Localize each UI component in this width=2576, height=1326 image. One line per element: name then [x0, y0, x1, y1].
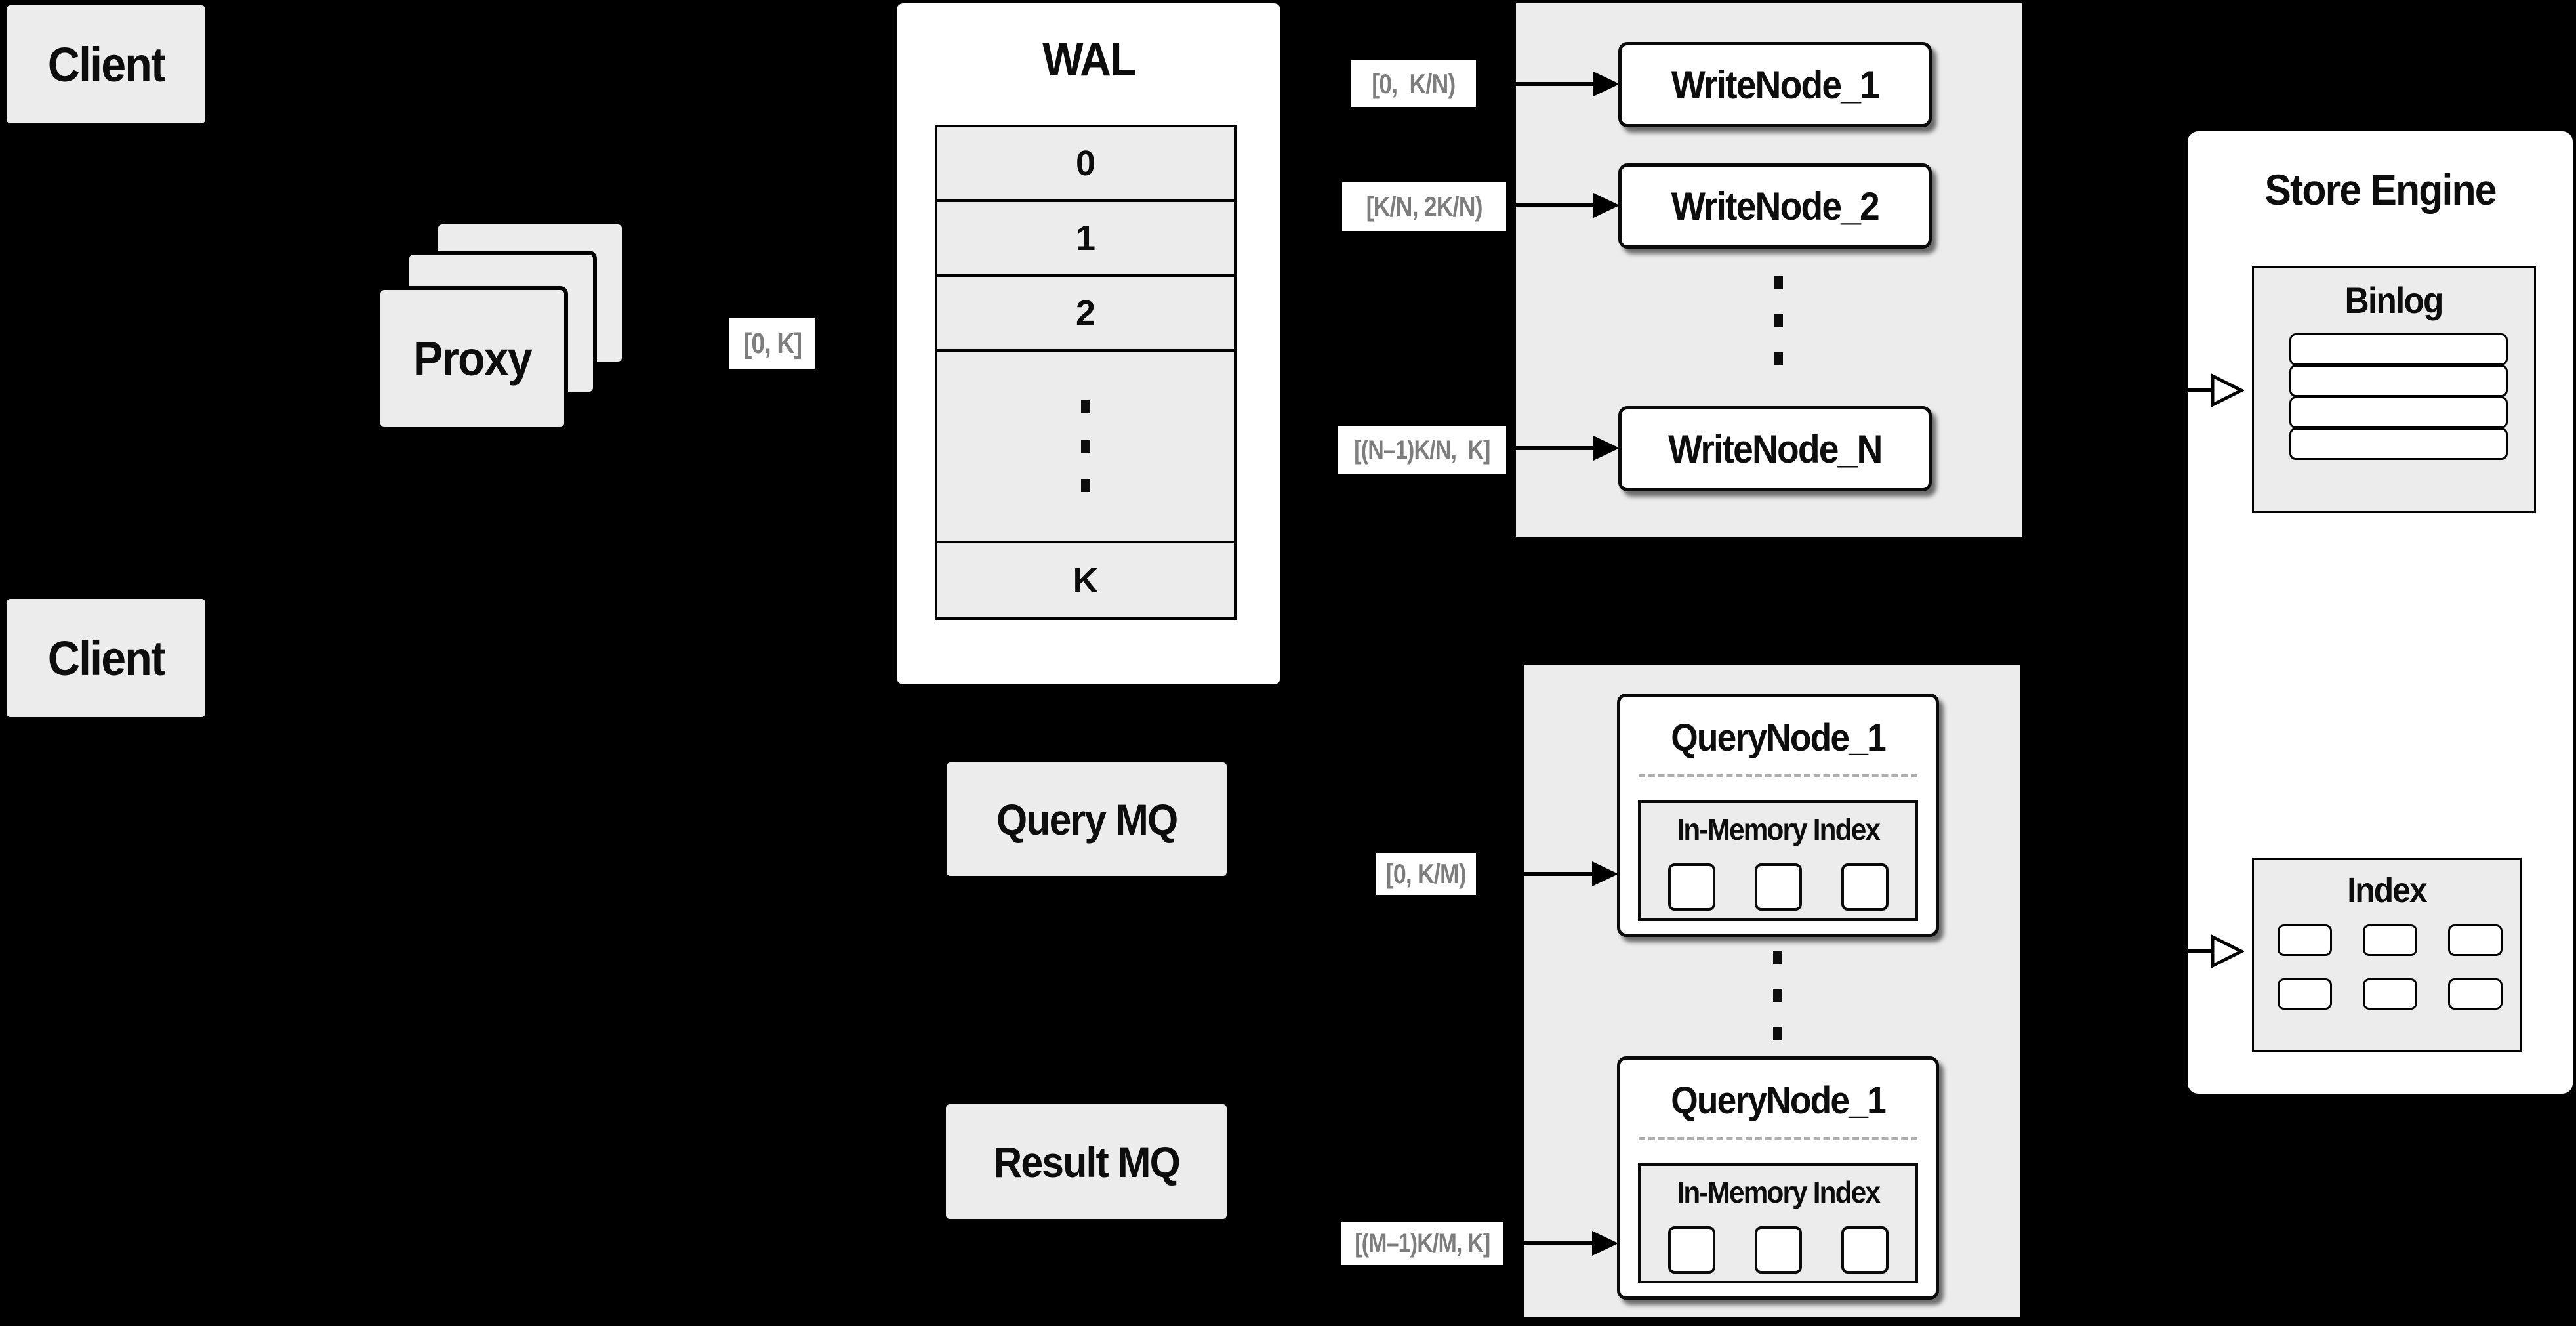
- write-nodes-ellipsis: [1732, 265, 1824, 377]
- index-square: [2278, 924, 2332, 956]
- query-node-2: QueryNode_1 In-Memory Index: [1617, 1056, 1939, 1300]
- binlog-row: [2289, 396, 2508, 428]
- arrow-to-querynode-2: [1524, 1231, 1618, 1256]
- arrow-head: [1593, 72, 1620, 96]
- range-label-write-n: [(N–1)K/N, K]: [1338, 426, 1506, 474]
- query-nodes-ellipsis: [1732, 941, 1824, 1049]
- arrow-line: [1524, 872, 1593, 876]
- binlog-row: [2289, 428, 2508, 460]
- in-memory-index-box-2: In-Memory Index: [1638, 1163, 1918, 1283]
- proxy-label: Proxy: [413, 331, 533, 386]
- wal-ellipsis: [937, 352, 1234, 543]
- range-label-proxy-out: [0, K]: [729, 318, 815, 369]
- segment-square: [1667, 863, 1715, 911]
- write-node-2: WriteNode_2: [1618, 163, 1932, 249]
- wal-segment-row-2: 2: [937, 277, 1234, 352]
- index-squares: [2278, 924, 2504, 1010]
- wal-segment-row-0: 0: [937, 127, 1234, 202]
- client-top-label: Client: [47, 37, 165, 92]
- index-square: [2448, 924, 2503, 956]
- dot: [1774, 276, 1783, 289]
- index-square: [2278, 978, 2332, 1010]
- query-node-1-title: QueryNode_1: [1671, 716, 1887, 759]
- in-memory-index-title: In-Memory Index: [1677, 1175, 1881, 1209]
- segment-squares: [1641, 863, 1915, 911]
- query-node-2-title: QueryNode_1: [1671, 1079, 1887, 1122]
- query-mq-box: Query MQ: [947, 762, 1227, 876]
- open-arrow-binlog: [2188, 373, 2244, 408]
- result-mq-label: Result MQ: [993, 1137, 1181, 1186]
- index-title: Index: [2347, 871, 2428, 910]
- write-nodes-panel: WriteNode_1 WriteNode_2 WriteNode_N: [1516, 3, 2022, 537]
- index-square: [2448, 978, 2503, 1010]
- store-engine-box: Store Engine Binlog Index: [2188, 131, 2573, 1094]
- store-engine-title: Store Engine: [2264, 165, 2497, 214]
- arrow-line: [1516, 446, 1595, 450]
- binlog-row: [2289, 365, 2508, 397]
- query-nodes-panel: QueryNode_1 In-Memory Index QueryNode_1 …: [1524, 665, 2020, 1317]
- dot: [1773, 950, 1782, 964]
- arrow-line: [1516, 82, 1595, 86]
- binlog-row: [2289, 333, 2508, 365]
- index-box: Index: [2252, 858, 2522, 1052]
- write-node-1: WriteNode_1: [1618, 42, 1932, 127]
- dot: [1081, 400, 1090, 413]
- arrow-head: [1592, 861, 1618, 886]
- query-mq-label: Query MQ: [996, 795, 1178, 844]
- client-box-bottom: Client: [7, 599, 205, 717]
- write-node-n-label: WriteNode_N: [1668, 426, 1883, 471]
- wal-box: WAL 0 1 2 K: [897, 3, 1280, 684]
- dashed-separator: [1639, 774, 1917, 777]
- wal-title: WAL: [1042, 33, 1136, 86]
- dot: [1773, 1026, 1782, 1040]
- proxy-card-front: Proxy: [380, 290, 564, 427]
- dot: [1774, 314, 1783, 327]
- segment-square: [1754, 1226, 1802, 1274]
- arrow-to-writenode-2: [1516, 193, 1620, 218]
- arrow-to-writenode-1: [1516, 72, 1620, 96]
- arrow-line: [1516, 203, 1595, 207]
- binlog-rows: [2289, 333, 2508, 460]
- query-node-1: QueryNode_1 In-Memory Index: [1617, 694, 1939, 937]
- dot: [1081, 440, 1090, 453]
- arrow-line: [1524, 1241, 1593, 1245]
- segment-square: [1841, 863, 1889, 911]
- arrow-head: [1593, 436, 1620, 461]
- wal-segment-row-k: K: [937, 543, 1234, 617]
- arrow-head: [1592, 1231, 1618, 1256]
- segment-square: [1667, 1226, 1715, 1274]
- index-square: [2363, 978, 2417, 1010]
- range-label-query-m: [(M–1)K/M, K]: [1341, 1222, 1503, 1265]
- range-label-write-2: [K/N, 2K/N): [1342, 182, 1506, 231]
- dashed-separator: [1639, 1137, 1917, 1140]
- segment-squares: [1641, 1226, 1915, 1274]
- proxy-stack: Proxy: [380, 224, 622, 428]
- in-memory-index-box-1: In-Memory Index: [1638, 800, 1918, 921]
- wal-segment-row-1: 1: [937, 202, 1234, 277]
- arrow-to-querynode-1: [1524, 861, 1618, 886]
- open-arrow-index: [2188, 934, 2244, 969]
- index-square: [2363, 924, 2417, 956]
- dot: [1081, 479, 1090, 492]
- client-bottom-label: Client: [47, 631, 165, 686]
- arrow-to-writenode-n: [1516, 436, 1620, 461]
- client-box-top: Client: [7, 5, 205, 123]
- range-label-write-1: [0, K/N): [1351, 60, 1476, 107]
- write-node-n: WriteNode_N: [1618, 406, 1932, 491]
- write-node-1-label: WriteNode_1: [1671, 62, 1880, 107]
- dot: [1773, 988, 1782, 1002]
- binlog-title: Binlog: [2344, 279, 2444, 321]
- dot: [1774, 352, 1783, 365]
- result-mq-box: Result MQ: [946, 1104, 1227, 1219]
- wal-table: 0 1 2 K: [935, 125, 1237, 620]
- segment-square: [1754, 863, 1802, 911]
- range-label-query-1: [0, K/M): [1376, 853, 1476, 895]
- in-memory-index-title: In-Memory Index: [1677, 812, 1881, 846]
- arrow-head: [1593, 193, 1620, 218]
- segment-square: [1841, 1226, 1889, 1274]
- binlog-box: Binlog: [2252, 266, 2536, 513]
- write-node-2-label: WriteNode_2: [1671, 184, 1880, 228]
